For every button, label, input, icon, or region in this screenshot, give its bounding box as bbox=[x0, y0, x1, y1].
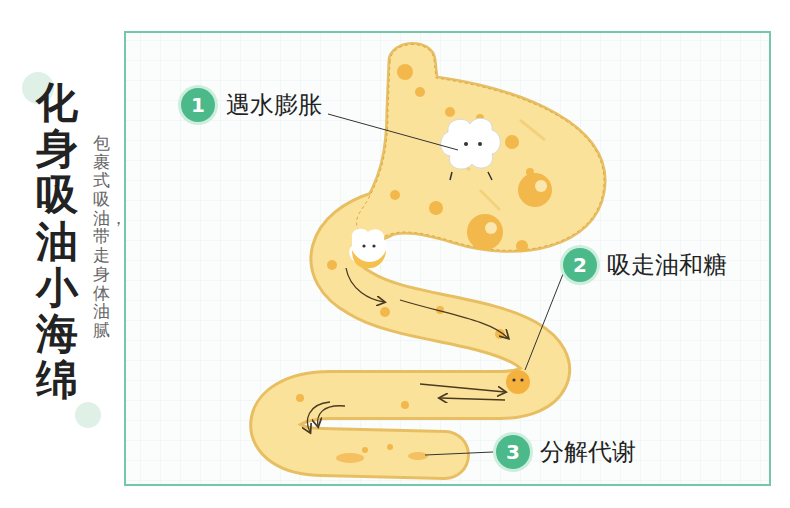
vertical-subtitle: 包裹式吸油，带走身体油腻 bbox=[93, 134, 110, 340]
vertical-title: 化身吸油小海绵 bbox=[36, 80, 78, 403]
deco-dot bbox=[75, 402, 101, 428]
callout-number: 1 bbox=[181, 88, 215, 122]
sponge bbox=[349, 118, 530, 394]
callout-text: 分解代谢 bbox=[538, 438, 638, 466]
callout-number: 3 bbox=[496, 435, 530, 469]
flow-arrows bbox=[307, 268, 508, 432]
digestive-tract bbox=[274, 44, 604, 455]
panel bbox=[125, 32, 770, 485]
callout-text: 遇水膨胀 bbox=[224, 91, 324, 119]
callout-number: 2 bbox=[563, 248, 597, 282]
panel-grid bbox=[125, 32, 770, 485]
leader-line bbox=[328, 114, 563, 455]
oil-drops bbox=[296, 64, 552, 463]
callout-text: 吸走油和糖 bbox=[605, 251, 729, 279]
